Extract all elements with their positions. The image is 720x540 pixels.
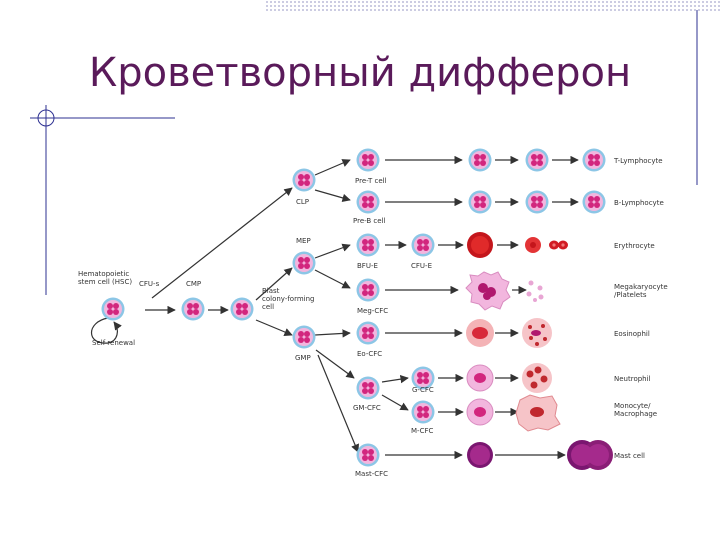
label-mast-cell: Mast cell — [614, 452, 645, 460]
labels: Hematopoietic stem cell (HSC) Self-renew… — [78, 157, 670, 478]
mast-cells — [567, 440, 613, 470]
label-hsc: Hematopoietic stem cell (HSC) — [78, 270, 132, 286]
label-cfus: CFU-s — [139, 280, 160, 288]
label-clp: CLP — [296, 198, 309, 206]
label-b-lymphocyte: B-Lymphocyte — [614, 199, 664, 207]
neutrophil-precursor — [466, 364, 494, 392]
platelets — [526, 280, 544, 302]
label-megakaryocyte: Megakaryocyte /Platelets — [614, 283, 670, 299]
arrows — [145, 155, 579, 460]
erythrocyte-cells — [549, 240, 568, 250]
eosinophil-precursor — [466, 319, 494, 347]
label-gmcfc: GM-CFC — [353, 404, 381, 412]
label-eosinophil: Eosinophil — [614, 330, 650, 338]
eosinophil-cell — [522, 318, 552, 348]
self-renewal-arrow — [91, 317, 122, 344]
label-mast-cfc: Mast-CFC — [355, 470, 388, 478]
label-self-renewal: Self-renewal — [92, 339, 135, 347]
neutrophil-cell — [522, 363, 552, 393]
monocyte-precursor — [466, 398, 494, 426]
label-mep: MEP — [296, 237, 311, 245]
label-pre-t: Pre-T cell — [355, 177, 387, 185]
label-neutrophil: Neutrophil — [614, 375, 651, 383]
label-monocyte: Monocyte/ Macrophage — [614, 402, 657, 418]
label-bfue: BFU-E — [357, 262, 378, 270]
mast-precursor — [467, 442, 493, 468]
label-cfue: CFU-E — [411, 262, 432, 270]
slide-title: Кроветворный дифферон — [88, 50, 632, 96]
mature-cells — [465, 232, 613, 470]
label-cmp: CMP — [186, 280, 201, 288]
megakaryocyte — [465, 271, 511, 311]
label-eo: Eo-CFC — [357, 350, 382, 358]
label-blast: Blast colony-forming cell — [262, 287, 317, 311]
slide-frame-lines — [30, 10, 698, 295]
label-meg: Meg-CFC — [357, 307, 388, 315]
label-erythrocyte: Erythrocyte — [614, 242, 655, 250]
label-pre-b: Pre-B cell — [353, 217, 386, 225]
label-t-lymphocyte: T-Lymphocyte — [613, 157, 663, 165]
macrophage-cell — [515, 394, 561, 432]
label-gmp: GMP — [295, 354, 311, 362]
top-dotted-band — [265, 0, 720, 12]
label-gcfc: G-CFC — [412, 386, 434, 394]
label-mcfc: M-CFC — [411, 427, 433, 435]
